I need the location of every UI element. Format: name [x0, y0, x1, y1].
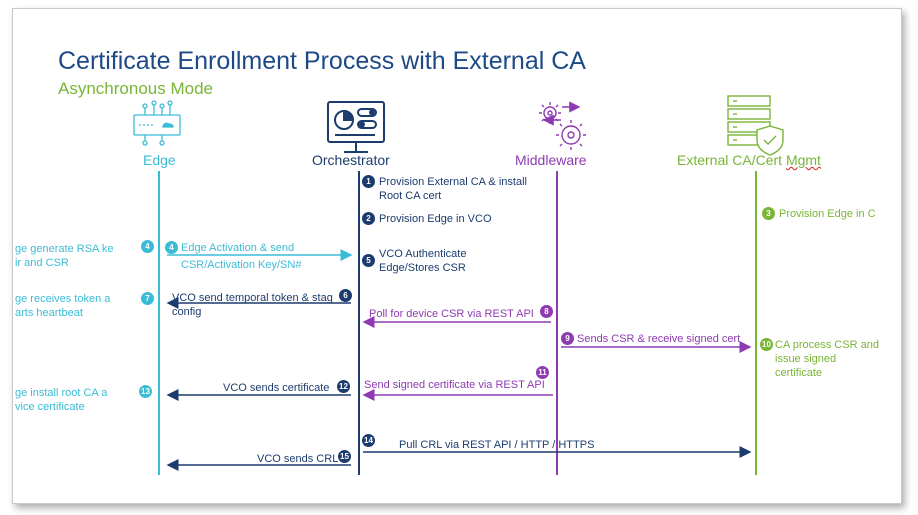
step-badge-11: 11: [536, 366, 549, 379]
actor-label-edge: Edge: [143, 152, 176, 168]
step-11-text: Send signed certificate via REST API: [364, 379, 545, 391]
step-badge-8: 8: [540, 305, 553, 318]
step-badge-7: 7: [141, 292, 154, 305]
step-7-line-1: ge receives token a: [15, 293, 111, 305]
step-13-line-2: vice certificate: [15, 401, 85, 413]
step-13-line-1: ge install root CA a: [15, 387, 108, 399]
step-9-text: Sends CSR & receive signed cert: [577, 333, 741, 345]
edge-device-icon: [133, 100, 181, 146]
dashboard-monitor-icon: [327, 101, 385, 153]
gears-arrows-icon: [539, 101, 586, 150]
server-shield-icon: [727, 95, 784, 156]
step-4-msg-line-1: Edge Activation & send: [181, 242, 295, 254]
step-badge-4-edge: 4: [141, 240, 154, 253]
step-7-line-2: arts heartbeat: [15, 307, 83, 319]
step-badge-2: 2: [362, 212, 375, 225]
slide: Certificate Enrollment Process with Exte…: [12, 8, 902, 504]
step-badge-13: 13: [139, 385, 152, 398]
step-1-line-2: Root CA cert: [379, 190, 442, 202]
actor-label-orchestrator: Orchestrator: [312, 152, 390, 168]
step-3-text: Provision Edge in C: [779, 208, 876, 220]
step-14-text: Pull CRL via REST API / HTTP / HTTPS: [399, 439, 595, 451]
step-4-edge-line-1: ge generate RSA ke: [15, 243, 114, 255]
step-badge-3: 3: [762, 207, 775, 220]
step-badge-1: 1: [362, 175, 375, 188]
step-8-text: Poll for device CSR via REST API: [369, 308, 534, 320]
step-6-line-2: config: [172, 306, 202, 318]
step-badge-5: 5: [362, 254, 375, 267]
actor-label-middleware: Middleware: [515, 152, 587, 168]
step-badge-14: 14: [362, 434, 375, 447]
step-4-edge-line-2: ir and CSR: [15, 257, 69, 269]
step-badge-4: 4: [165, 241, 178, 254]
step-10-line-3: certificate: [775, 367, 823, 379]
step-badge-12: 12: [337, 380, 350, 393]
page-title: Certificate Enrollment Process with Exte…: [58, 47, 586, 75]
step-badge-10: 10: [760, 338, 773, 351]
step-10-line-1: CA process CSR and: [775, 339, 879, 351]
step-10-line-2: issue signed: [775, 353, 837, 365]
step-6-line-1: VCO send temporal token & stag: [172, 292, 333, 304]
step-12-text: VCO sends certificate: [223, 382, 330, 394]
step-15-text: VCO sends CRL: [257, 453, 339, 465]
step-badge-15: 15: [338, 450, 351, 463]
step-4-msg-line-2: CSR/Activation Key/SN#: [181, 259, 302, 271]
sequence-diagram-canvas: [133, 95, 784, 475]
step-2-text: Provision Edge in VCO: [379, 213, 492, 225]
actor-label-ca-prefix: External CA/Cert: [677, 152, 786, 168]
step-badge-9: 9: [561, 332, 574, 345]
actor-label-ca: External CA/Cert Mgmt: [677, 152, 821, 168]
page-subtitle: Asynchronous Mode: [58, 79, 213, 98]
step-5-line-2: Edge/Stores CSR: [379, 262, 466, 274]
step-badge-6: 6: [339, 289, 352, 302]
actor-label-ca-suffix: Mgmt: [785, 152, 821, 168]
step-1-line-1: Provision External CA & install: [379, 176, 527, 188]
step-5-line-1: VCO Authenticate: [379, 248, 467, 260]
